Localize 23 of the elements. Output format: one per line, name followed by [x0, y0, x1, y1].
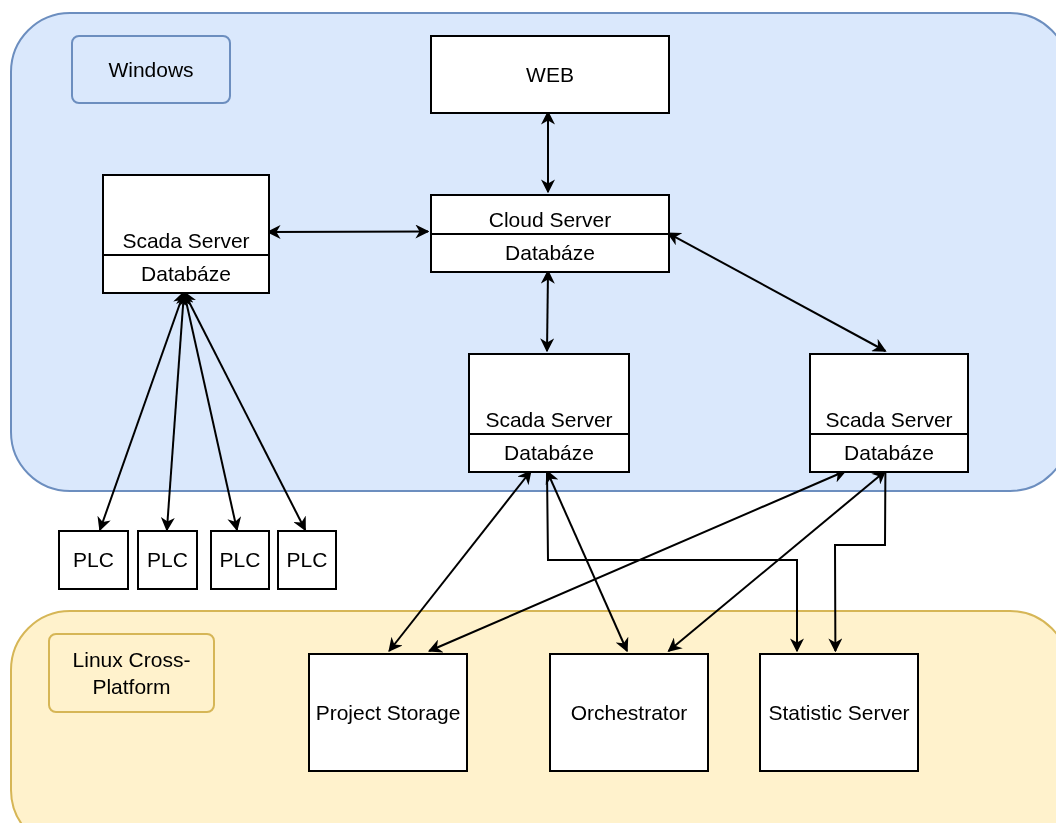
- server-box: [809, 353, 969, 473]
- server-box: [468, 353, 630, 473]
- component-box: Orchestrator: [549, 653, 709, 772]
- platform-tag: Windows: [71, 35, 231, 104]
- platform-region: [10, 610, 1056, 823]
- arrow: [546, 470, 804, 653]
- double-headed-arrow: [667, 470, 887, 652]
- server-label: Scada Server: [824, 406, 954, 433]
- component-box: PLC: [277, 530, 337, 590]
- component-box: WEB: [430, 35, 670, 114]
- component-box: PLC: [210, 530, 270, 590]
- server-box: [430, 194, 670, 273]
- server-box: [102, 174, 270, 294]
- component-box: PLC: [58, 530, 129, 590]
- server-label: Scada Server: [121, 227, 251, 254]
- platform-region: [10, 12, 1056, 492]
- component-box: Statistic Server: [759, 653, 919, 772]
- server-label: Scada Server: [484, 406, 614, 433]
- component-box: PLC: [137, 530, 198, 590]
- arrow: [828, 470, 887, 653]
- server-label: Cloud Server: [487, 206, 613, 233]
- component-box: Project Storage: [308, 653, 468, 772]
- platform-tag: Linux Cross-Platform: [48, 633, 215, 713]
